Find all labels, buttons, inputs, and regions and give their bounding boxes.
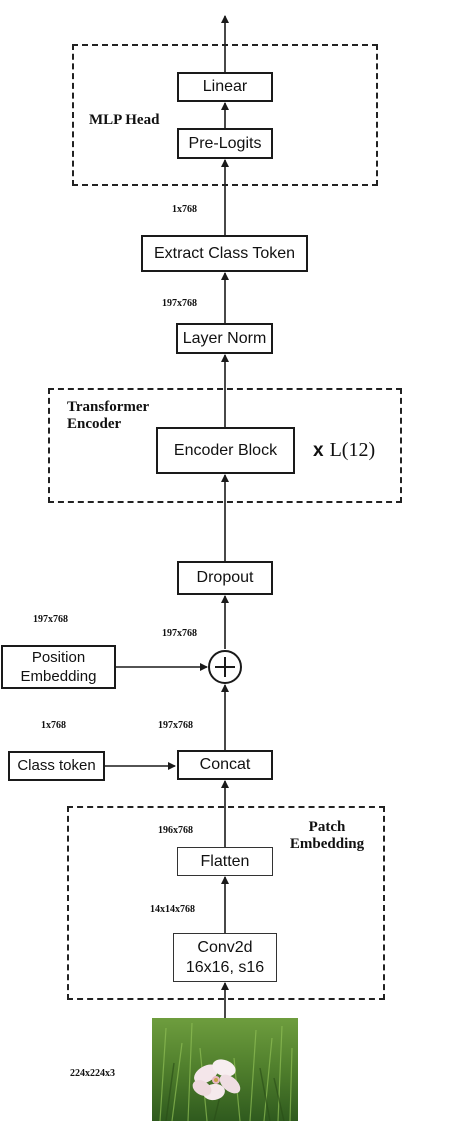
mlp-head-group: [72, 44, 378, 186]
dim-after-concat: 197x768: [158, 720, 193, 731]
encoder-block: Encoder Block: [156, 427, 295, 474]
extract-class-token-block: Extract Class Token: [141, 235, 308, 272]
linear-block: Linear: [177, 72, 273, 102]
patch-embedding-label-line1: Patch: [308, 819, 346, 835]
transformer-encoder-group: [48, 388, 402, 503]
mlp-head-label: MLP Head: [89, 112, 160, 128]
position-embedding-line2: Embedding: [20, 668, 97, 685]
dim-class-token: 1x768: [41, 720, 66, 731]
position-embedding-block: Position Embedding: [1, 645, 116, 689]
conv2d-line1: Conv2d: [197, 938, 253, 956]
position-embedding-line1: Position: [31, 649, 86, 666]
repeat-value: L(12): [329, 439, 376, 461]
pre-logits-block: Pre-Logits: [177, 128, 273, 159]
flatten-block: Flatten: [177, 847, 273, 876]
transformer-encoder-label-line2: Encoder: [67, 416, 122, 432]
input-image: [152, 1018, 298, 1121]
conv2d-line2: 16x16, s16: [185, 958, 265, 976]
dim-after-pre-logits: 1x768: [172, 204, 197, 215]
flower-photo-illustration: [152, 1018, 298, 1121]
repeat-prefix: x: [313, 440, 324, 461]
dim-after-layer-norm: 197x768: [162, 298, 197, 309]
transformer-encoder-label: Transformer Encoder: [67, 399, 149, 433]
concat-block: Concat: [177, 750, 273, 780]
transformer-encoder-label-line1: Transformer: [67, 399, 150, 415]
dim-position-embedding: 197x768: [33, 614, 68, 625]
dim-after-flatten: 196x768: [158, 825, 193, 836]
dropout-block: Dropout: [177, 561, 273, 595]
dim-input: 224x224x3: [70, 1068, 115, 1079]
dim-after-add: 197x768: [162, 628, 197, 639]
conv2d-block: Conv2d 16x16, s16: [173, 933, 277, 982]
patch-embedding-label-line2: Embedding: [289, 836, 365, 852]
layer-norm-block: Layer Norm: [176, 323, 273, 354]
dim-after-conv: 14x14x768: [150, 904, 195, 915]
add-operator-icon: [208, 650, 242, 684]
patch-embedding-group: [67, 806, 385, 1000]
class-token-block: Class token: [8, 751, 105, 781]
patch-embedding-label: Patch Embedding: [282, 819, 372, 853]
